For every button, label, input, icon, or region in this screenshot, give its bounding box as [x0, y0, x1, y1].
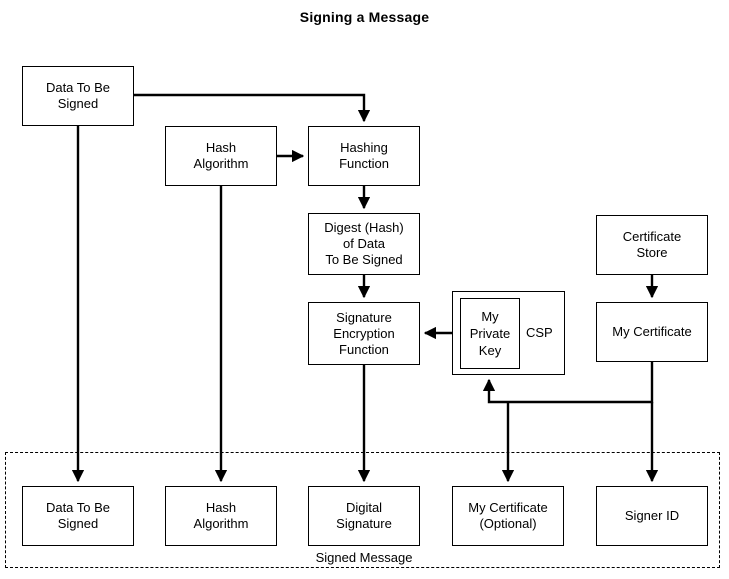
node-data-to-be-signed-bottom[interactable]: Data To Be Signed: [22, 486, 134, 546]
node-signer-id[interactable]: Signer ID: [596, 486, 708, 546]
signed-message-label: Signed Message: [315, 550, 413, 565]
node-my-certificate[interactable]: My Certificate: [596, 302, 708, 362]
node-data-to-be-signed-top[interactable]: Data To Be Signed: [22, 66, 134, 126]
node-signature-encryption-function[interactable]: Signature Encryption Function: [308, 302, 420, 365]
csp-label: CSP: [526, 325, 553, 340]
edge-data-to-hashing-function: [134, 93, 371, 123]
node-certificate-store[interactable]: Certificate Store: [596, 215, 708, 275]
node-digital-signature[interactable]: Digital Signature: [308, 486, 420, 546]
node-hash-algorithm-bottom[interactable]: Hash Algorithm: [165, 486, 277, 546]
node-hashing-function[interactable]: Hashing Function: [308, 126, 420, 186]
edge-my-certificate-to-private-key: [482, 362, 654, 404]
page-title: Signing a Message: [299, 9, 430, 25]
node-hash-algorithm-top[interactable]: Hash Algorithm: [165, 126, 277, 186]
node-digest-of-data[interactable]: Digest (Hash) of Data To Be Signed: [308, 213, 420, 275]
node-my-private-key[interactable]: My Private Key: [460, 298, 520, 369]
signed-message-group: [5, 452, 720, 568]
node-my-certificate-optional[interactable]: My Certificate (Optional): [452, 486, 564, 546]
